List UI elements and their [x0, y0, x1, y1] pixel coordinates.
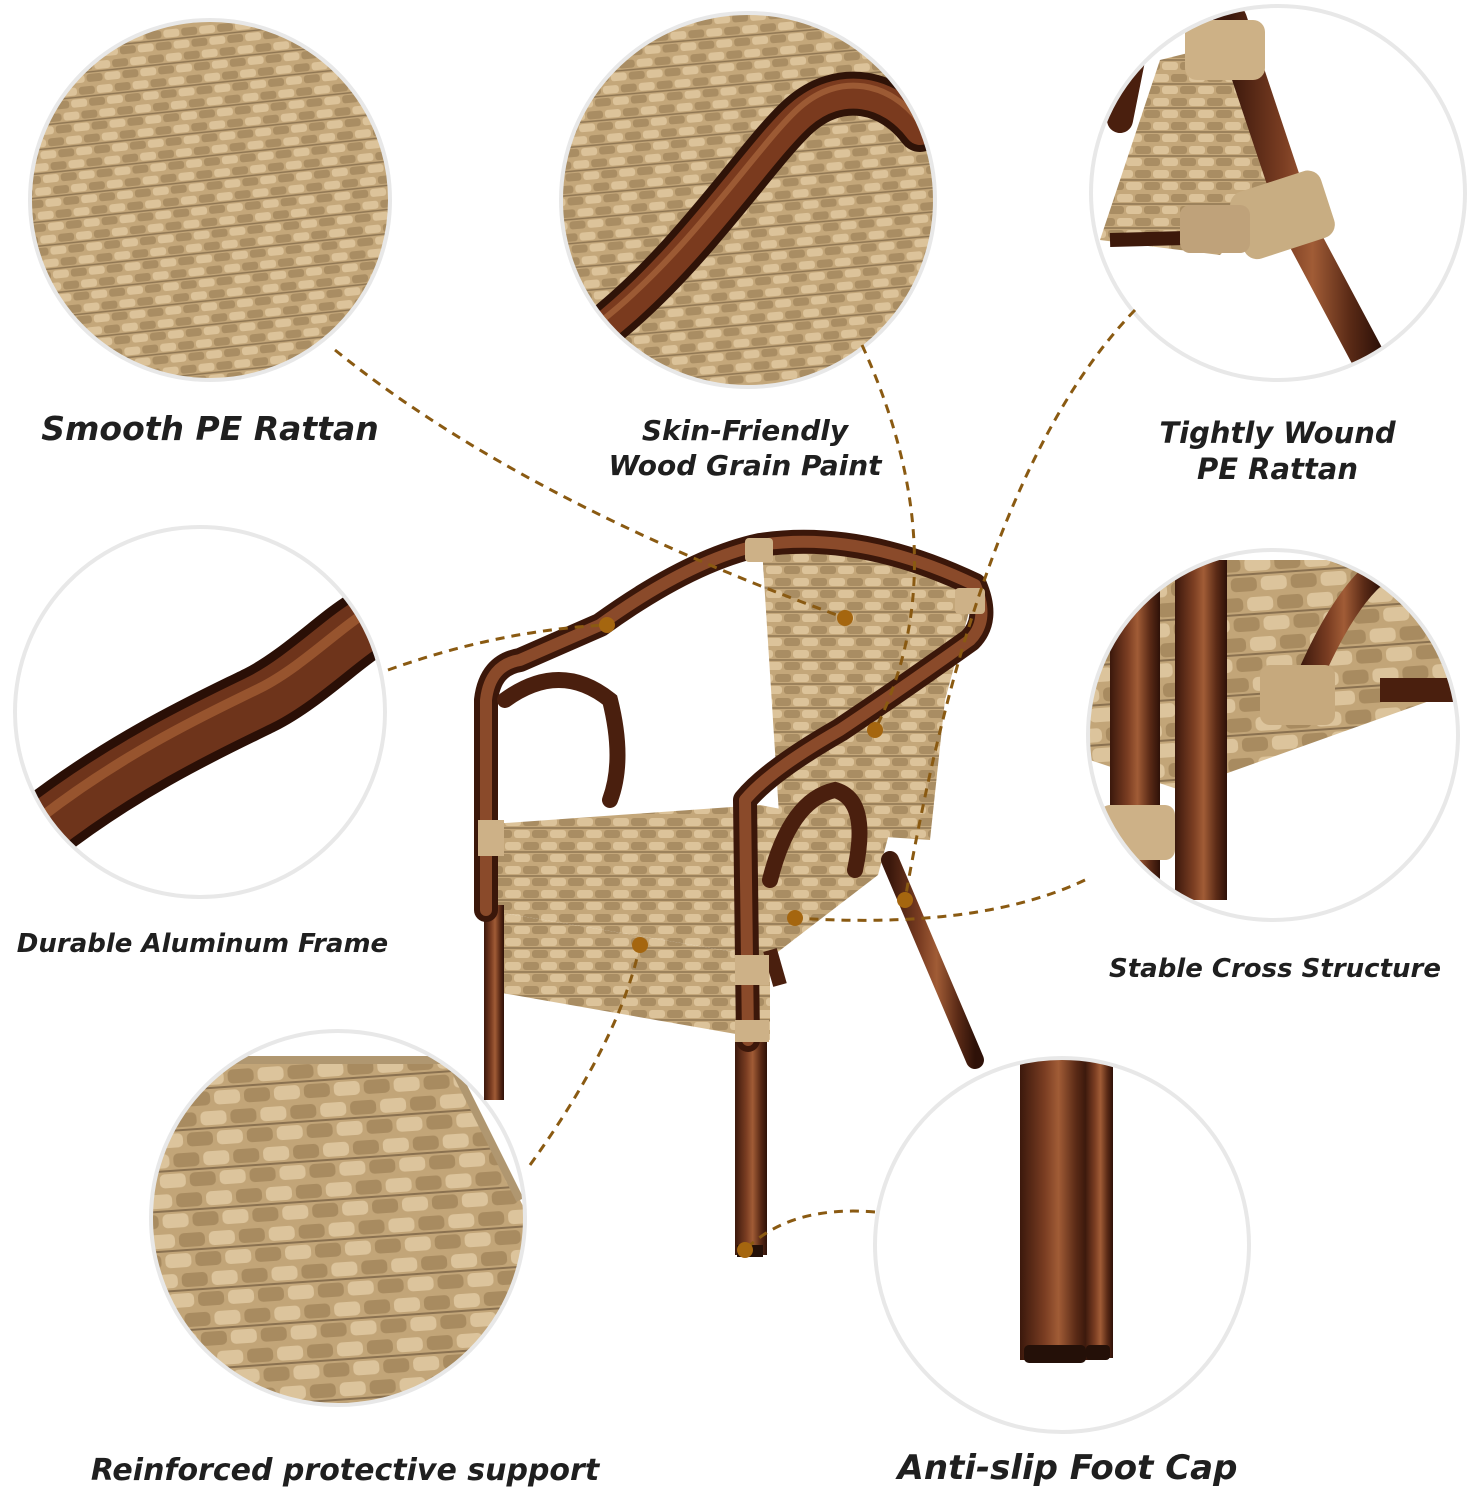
label-protective-support-text: Reinforced protective support — [90, 1453, 600, 1488]
label-aluminum-frame-text: Durable Aluminum Frame — [16, 929, 389, 959]
zoom-circle-smooth-rattan — [28, 18, 392, 382]
chair-illustration — [474, 529, 994, 1257]
label-wood-grain-paint: Skin-Friendly Wood Grain Paint — [590, 413, 900, 483]
zoom-circle-aluminum-frame — [13, 525, 387, 899]
label-smooth-pe-rattan: Smooth PE Rattan — [40, 408, 380, 449]
label-protective-support: Reinforced protective support — [70, 1452, 620, 1490]
label-smooth-pe-rattan-text: Smooth PE Rattan — [41, 409, 379, 448]
zoom-circle-protective-support — [149, 1029, 527, 1407]
leader-lines — [334, 308, 1137, 1252]
zoom-circle-wood-grain — [559, 11, 937, 389]
label-aluminum-frame: Durable Aluminum Frame — [0, 928, 405, 961]
leader-dots — [599, 610, 913, 1258]
label-tightly-wound: Tightly Wound PE Rattan — [1120, 415, 1435, 488]
label-tightly-wound-line2: PE Rattan — [1196, 452, 1358, 487]
label-cross-structure-text: Stable Cross Structure — [1109, 954, 1441, 984]
label-cross-structure: Stable Cross Structure — [1090, 953, 1460, 986]
zoom-circle-tightly-wound — [1089, 4, 1467, 382]
label-foot-cap-text: Anti-slip Foot Cap — [897, 1448, 1238, 1488]
label-wood-grain-line2: Wood Grain Paint — [608, 449, 882, 482]
label-foot-cap: Anti-slip Foot Cap — [880, 1447, 1255, 1490]
zoom-circle-cross-structure — [1086, 548, 1460, 922]
label-wood-grain-line1: Skin-Friendly — [641, 414, 849, 447]
label-tightly-wound-line1: Tightly Wound — [1159, 416, 1396, 450]
zoom-circle-foot-cap — [873, 1056, 1251, 1434]
